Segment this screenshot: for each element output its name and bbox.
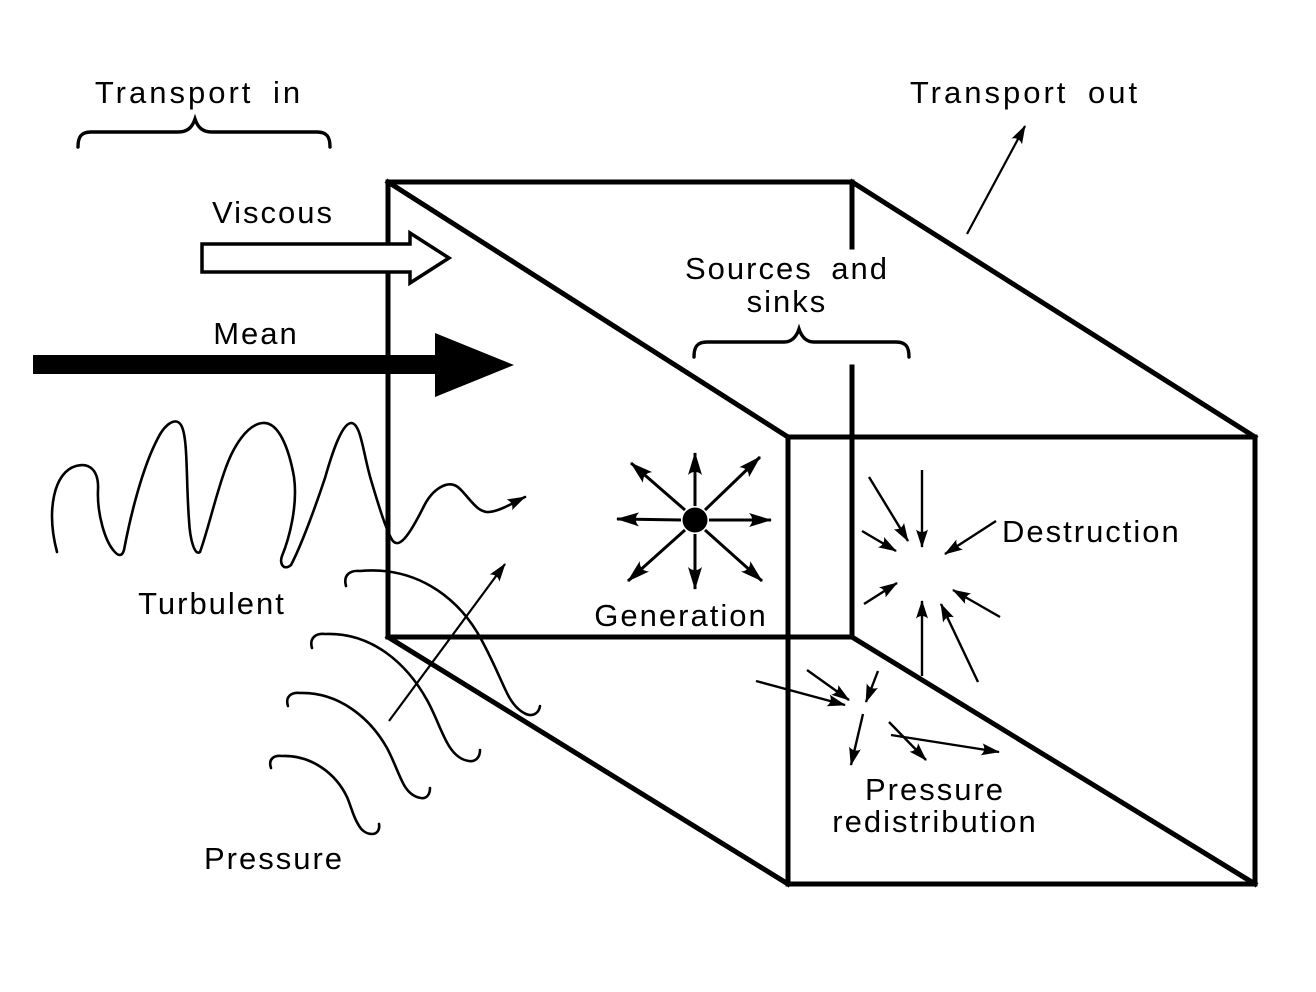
pressure-redistribution-line2: redistribution bbox=[832, 804, 1038, 839]
destruction-converging-arrows bbox=[861, 470, 1001, 683]
pressure-wave-arc bbox=[344, 569, 542, 717]
transport-in-label: Transport in bbox=[94, 75, 304, 110]
control-volume-box bbox=[384, 178, 1259, 888]
pressure-wave-arc bbox=[285, 691, 432, 800]
generation-center-dot bbox=[682, 507, 708, 533]
transport-out-arrow bbox=[966, 125, 1026, 235]
pressure-label: Pressure bbox=[203, 841, 345, 876]
pressure-wave-arc bbox=[310, 632, 482, 763]
box-edge-top-left bbox=[384, 178, 792, 441]
pressure-redistribution-label: Pressure redistribution bbox=[832, 774, 1037, 838]
sources-sinks-line1: Sources and bbox=[684, 251, 890, 286]
mean-arrow bbox=[33, 333, 514, 397]
destruction-label: Destruction bbox=[1002, 514, 1181, 549]
sources-sinks-brace bbox=[692, 323, 911, 359]
turbulent-squiggle-arrow bbox=[50, 420, 527, 569]
pressure-waves bbox=[268, 569, 542, 836]
sources-sinks-label: Sources and sinks bbox=[684, 251, 890, 319]
pressure-arrow bbox=[388, 563, 506, 722]
pressure-redistribution-line1: Pressure bbox=[864, 772, 1006, 807]
viscous-label: Viscous bbox=[212, 195, 334, 230]
box-front-face bbox=[785, 434, 1258, 887]
box-edge-bottom-right bbox=[848, 633, 1259, 888]
transport-in-brace bbox=[76, 113, 332, 149]
viscous-arrow bbox=[200, 229, 453, 287]
turbulent-label: Turbulent bbox=[138, 586, 286, 621]
pressure-redistribution-arrows bbox=[755, 669, 1000, 766]
generation-label: Generation bbox=[594, 598, 768, 633]
sources-sinks-line2: sinks bbox=[746, 284, 828, 319]
transport-out-label: Transport out bbox=[909, 75, 1141, 110]
generation-starburst bbox=[616, 452, 772, 590]
box-edge-top-right bbox=[848, 178, 1259, 441]
box-back-face bbox=[385, 179, 855, 640]
box-edge-bottom-left bbox=[384, 633, 792, 888]
pressure-wave-arc bbox=[268, 754, 381, 836]
mean-label: Mean bbox=[213, 316, 299, 351]
